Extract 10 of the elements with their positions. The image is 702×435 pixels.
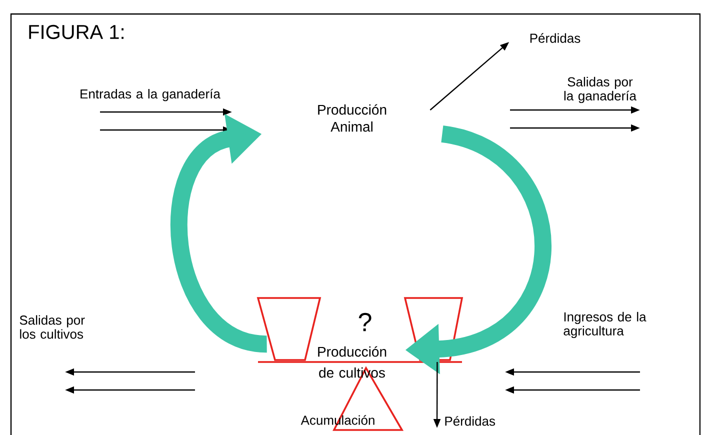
flow-label: Salidas por la ganadería: [564, 76, 636, 104]
process-label: Producción Animal: [318, 104, 386, 132]
figure-title: FIGURA 1:: [29, 24, 124, 40]
question-mark: ?: [358, 312, 372, 332]
flow-label: Entradas a la ganadería: [80, 88, 220, 102]
flow-label: Ingresos de la agricultura: [564, 312, 646, 338]
curved-arrow: [170, 114, 268, 352]
loss-label: Pérdidas: [530, 33, 580, 43]
flow-label: Salidas por los cultivos: [20, 315, 85, 339]
loss-label: Pérdidas: [445, 416, 496, 426]
